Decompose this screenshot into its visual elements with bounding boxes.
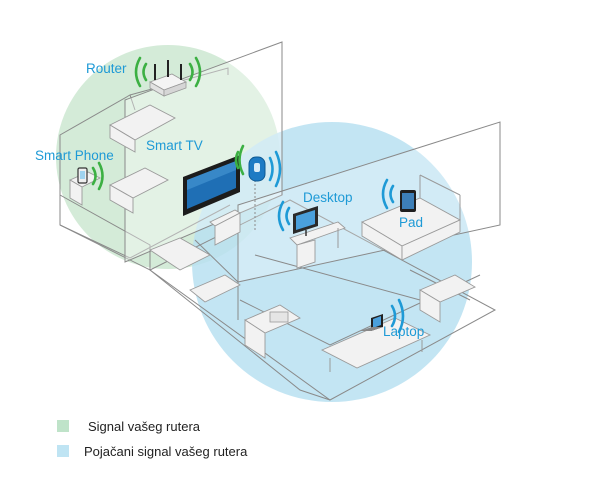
- phone-wifi-waves-icon: [91, 161, 104, 191]
- furniture: [69, 104, 476, 372]
- router-device: [134, 56, 202, 97]
- laptop-wifi-waves-icon: [390, 298, 405, 334]
- tv-icon: [183, 155, 240, 216]
- router-icon: [149, 60, 187, 97]
- pad-wifi-waves-icon: [381, 178, 395, 210]
- laptop-device: [360, 298, 405, 334]
- smart-phone-label: Smart Phone: [35, 148, 114, 163]
- tv-wifi-waves-icon: [234, 144, 245, 176]
- pad-device: [381, 178, 416, 212]
- extender-wifi-waves-icon: [268, 150, 282, 188]
- legend-label-router-signal: Signal vašeg rutera: [88, 419, 201, 434]
- legend-swatch-boosted-signal: [57, 445, 69, 457]
- smart-tv-device: [183, 144, 245, 216]
- smart-phone-device: [77, 161, 104, 191]
- desktop-label: Desktop: [303, 190, 353, 205]
- range-extender-device: [248, 150, 282, 188]
- legend: Signal vašeg rutera Pojačani signal vaše…: [57, 419, 248, 459]
- desktop-wifi-waves-icon: [277, 200, 291, 232]
- desktop-device: [277, 200, 318, 236]
- legend-label-boosted-signal: Pojačani signal vašeg rutera: [84, 444, 248, 459]
- smart-tv-label: Smart TV: [146, 138, 203, 153]
- desktop-icon: [293, 206, 318, 236]
- router-wifi-waves-icon: [134, 56, 202, 88]
- laptop-label: Laptop: [383, 324, 424, 339]
- legend-swatch-router-signal: [57, 420, 69, 432]
- router-label: Router: [86, 61, 127, 76]
- pad-label: Pad: [399, 215, 423, 230]
- laptop-icon: [360, 314, 383, 331]
